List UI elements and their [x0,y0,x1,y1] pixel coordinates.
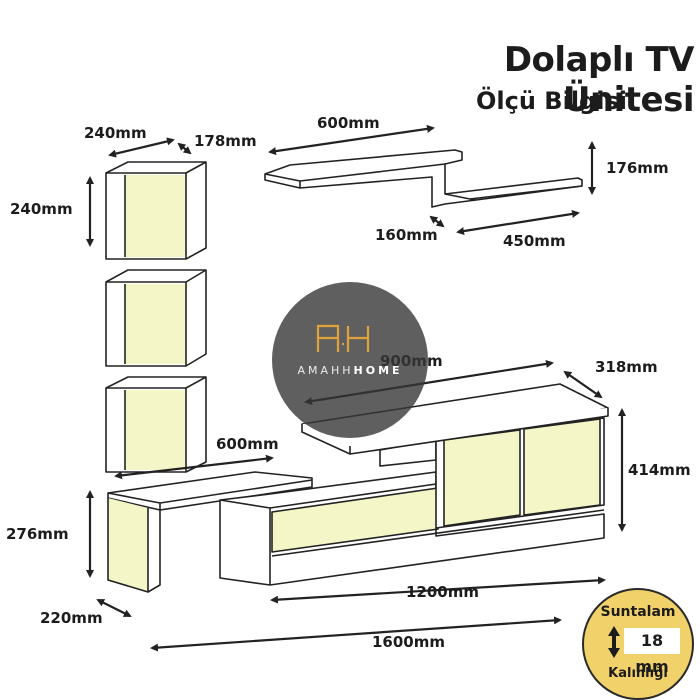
badge-top-text: Suntalam [600,604,676,620]
label-shelf-width: 600mm [317,114,380,132]
desk [107,471,313,593]
wall-cube-middle [105,269,207,367]
cube-width-arrow [108,137,175,158]
shelf-width-arrow [268,124,435,156]
label-desk-width: 600mm [216,435,279,453]
label-shelf-lower-width: 450mm [503,232,566,250]
cube-depth-arrow [177,142,192,155]
base-cabinet [219,471,605,586]
wall-shelf [264,149,583,208]
thickness-arrow-icon [608,626,620,658]
diagram-subtitle: Ölçü Bilgisi [476,87,627,115]
label-unit-height: 414mm [628,461,691,479]
label-cube-depth: 178mm [194,132,257,150]
wall-cube-bottom [105,376,207,473]
desk-depth-arrow [96,599,132,617]
label-shelf-height: 176mm [606,159,669,177]
label-total-width: 1600mm [372,633,446,651]
unit-depth-arrow [563,370,603,399]
base-width-arrow [270,576,606,604]
badge-value: 18 mm [624,628,680,676]
label-shelf-step: 160mm [375,226,438,244]
total-width-arrow [150,616,562,652]
logo-brand-light: AMAHH [297,364,354,377]
label-cube-height: 240mm [10,200,73,218]
wall-cube-top [105,161,207,260]
label-base-width: 1200mm [406,583,480,601]
logo-brand-bold: HOME [353,364,403,377]
logo-mark-icon [316,324,370,352]
shelf-step-arrow [429,215,445,228]
label-cube-width: 240mm [84,124,147,142]
brand-logo: AMAHHHOME [272,282,428,438]
desk-width-arrow [114,454,274,480]
badge-bottom-text: Kalınlığı [608,666,668,681]
label-desk-height: 276mm [6,525,69,543]
diagram-title: Dolaplı TV Ünitesi [503,40,695,120]
thickness-badge: Suntalam 18 mm Kalınlığı [582,588,694,700]
label-unit-depth: 318mm [595,358,658,376]
label-desk-depth: 220mm [40,609,103,627]
shelf-lower-width-arrow [456,209,580,236]
